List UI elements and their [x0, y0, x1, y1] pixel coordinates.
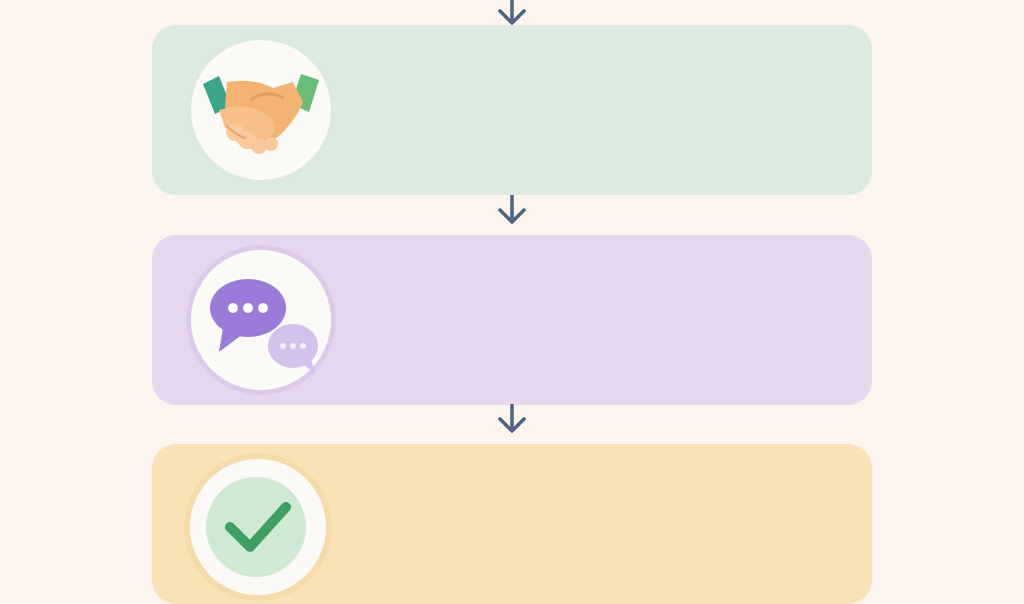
icon-badge — [186, 245, 336, 395]
down-arrow-icon — [498, 0, 526, 25]
down-arrow-icon — [498, 404, 526, 433]
checkmark-icon — [206, 477, 306, 577]
step-card-discussion — [152, 235, 872, 405]
chat-bubbles-icon — [210, 279, 318, 374]
step-card-agreement — [152, 25, 872, 195]
icon-badge — [184, 453, 332, 601]
icon-badge — [186, 35, 336, 185]
down-arrow-icon — [498, 195, 526, 224]
step-card-complete — [152, 444, 872, 604]
handshake-icon — [203, 74, 319, 154]
